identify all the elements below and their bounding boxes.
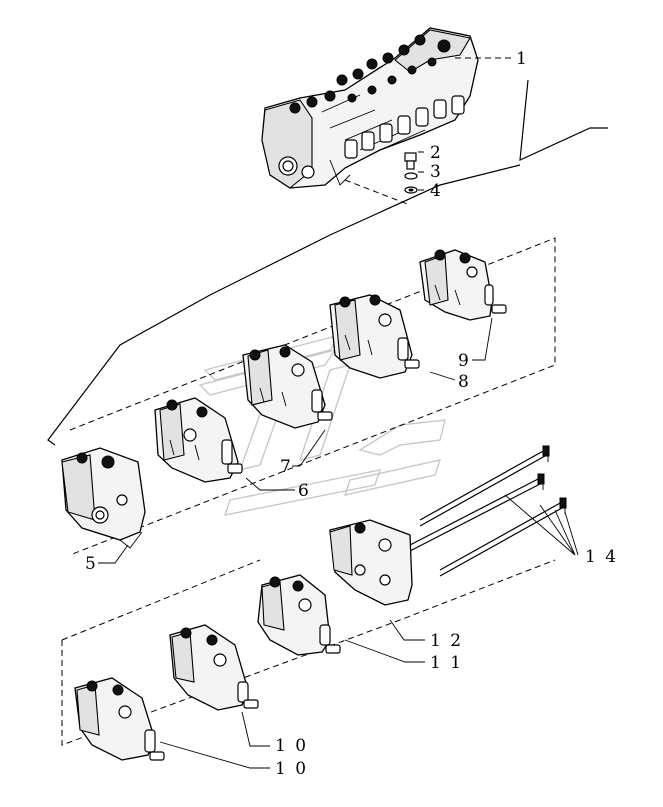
- valve-section-7: [242, 344, 333, 429]
- callout-2: 2: [430, 143, 443, 163]
- valve-section-6: [154, 397, 243, 483]
- valve-section-5: [61, 447, 146, 549]
- callout-7: 7: [280, 457, 293, 477]
- callout-3: 3: [430, 162, 443, 182]
- valve-section-8: [329, 294, 420, 379]
- valve-assembly-complete: [261, 27, 479, 189]
- callout-6: 6: [298, 481, 311, 501]
- callout-10-lower: 1 0: [275, 759, 308, 779]
- valve-section-10-upper: [169, 624, 259, 711]
- callout-11: 1 1: [430, 653, 463, 673]
- valve-section-9: [419, 249, 507, 321]
- bolt-part: [404, 152, 417, 170]
- callout-12: 1 2: [430, 631, 463, 651]
- valve-section-10-lower: [74, 677, 165, 761]
- callout-8: 8: [458, 372, 471, 392]
- valve-section-11: [257, 574, 341, 656]
- callout-14: 1 4: [585, 547, 618, 567]
- valve-section-12: [329, 519, 413, 606]
- tie-rods: [409, 445, 567, 577]
- callout-10-upper: 1 0: [275, 736, 308, 756]
- callout-9: 9: [458, 351, 471, 371]
- callout-5: 5: [85, 554, 98, 574]
- callout-4: 4: [430, 181, 443, 201]
- washer-part: [404, 172, 418, 194]
- callout-1: 1: [516, 49, 529, 69]
